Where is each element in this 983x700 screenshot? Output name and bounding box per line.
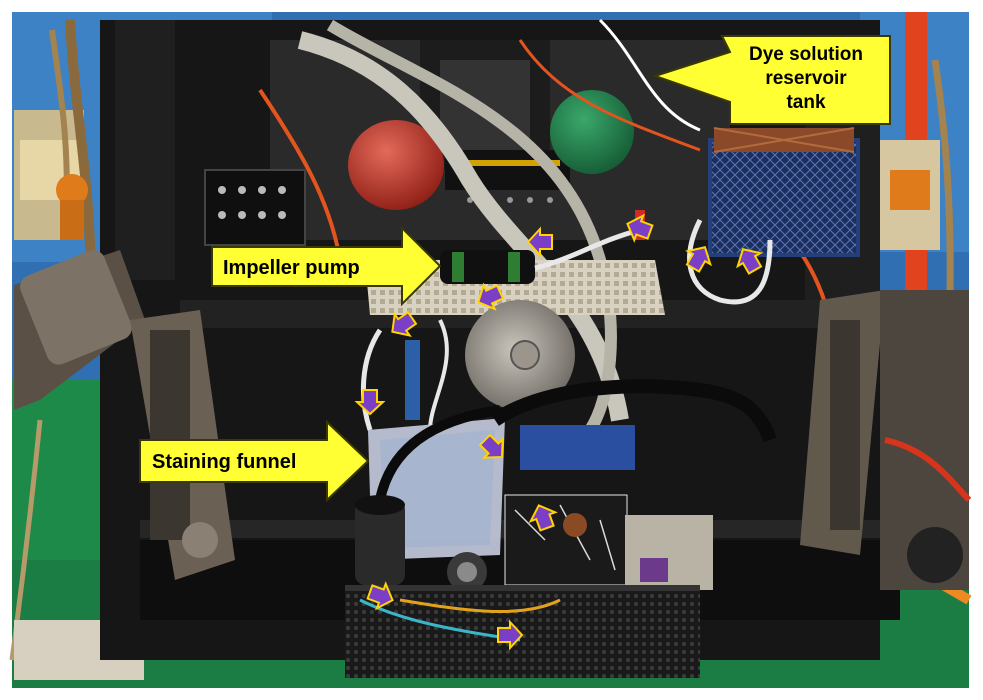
flow-arrow: [478, 433, 504, 459]
flow-arrow: [526, 226, 553, 258]
flow-arrow: [391, 310, 418, 338]
flow-arrow: [626, 213, 654, 243]
right-manipulator-arm: [800, 290, 972, 590]
connector-panel: [204, 169, 306, 246]
bottom-vent-box: [345, 585, 700, 678]
flow-arrow: [497, 619, 524, 651]
callout-dye-reservoir: Dye solution reservoir tank: [651, 35, 891, 125]
speckled-container: [504, 494, 628, 586]
flow-arrow: [685, 246, 712, 273]
callout-impeller-pump: Impeller pump: [211, 225, 442, 307]
flow-arrows: [354, 213, 763, 651]
funnel-tube: [355, 500, 405, 585]
label-dye-line1: Dye solution: [749, 44, 863, 65]
label-dye-line3: tank: [786, 92, 826, 113]
label-impeller-pump: Impeller pump: [223, 257, 360, 279]
label-staining-funnel: Staining funnel: [152, 451, 296, 473]
flow-arrow: [736, 248, 763, 275]
flow-arrow: [528, 504, 558, 532]
flow-arrow: [354, 389, 386, 416]
weight-block: [625, 515, 713, 590]
dye-reservoir-crate: [708, 138, 860, 257]
green-canister: [550, 90, 634, 174]
red-canister: [348, 120, 444, 210]
thick-hose: [297, 31, 629, 422]
flow-arrow: [477, 282, 505, 311]
flow-arrow: [366, 581, 394, 611]
blue-tray: [520, 425, 635, 470]
callout-staining-funnel: Staining funnel: [139, 419, 370, 503]
label-dye-line2: reservoir: [765, 68, 847, 89]
